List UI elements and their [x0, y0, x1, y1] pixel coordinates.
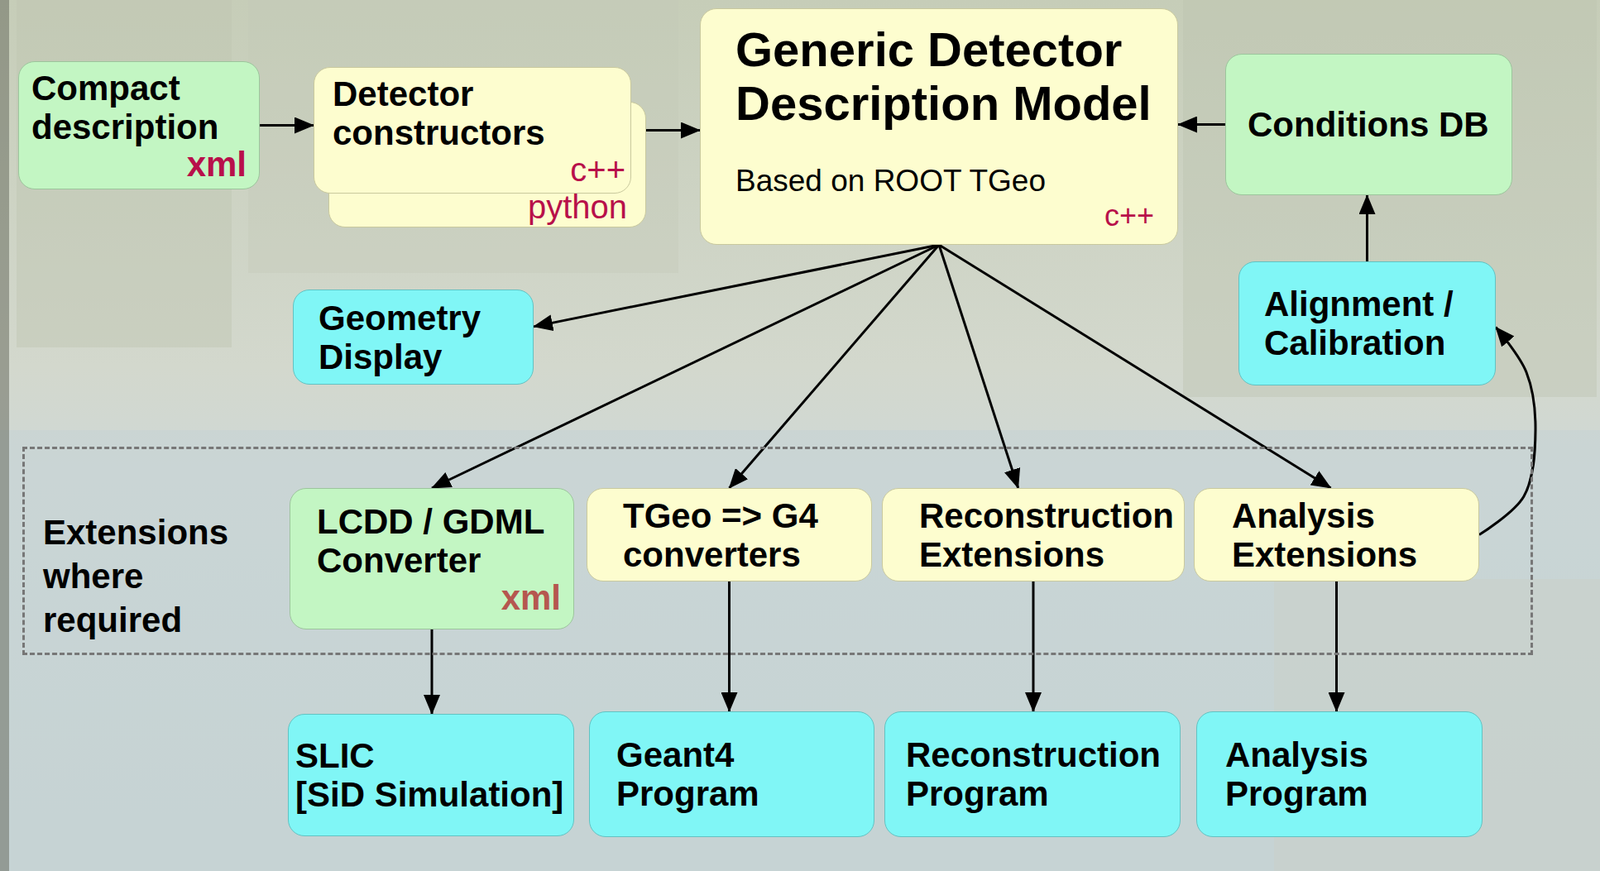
label-line: Display: [318, 337, 481, 377]
label-line: LCDD / GDML: [316, 502, 545, 542]
data-box: Compact descriptionxml: [18, 61, 260, 190]
box-label: Analysis Program: [1225, 735, 1369, 814]
label-line: Analysis: [1225, 735, 1369, 775]
label-line: Based on ROOT TGeo: [735, 162, 1046, 200]
program-box: Geometry Display: [292, 289, 534, 385]
box-label: Compact description: [31, 68, 219, 147]
edge-strip: [0, 0, 10, 871]
code-box: TGeo => G4 converters: [586, 488, 872, 582]
label-line: xml: [501, 579, 561, 617]
label-line: Extensions: [43, 510, 229, 555]
code-box: Generic Detector Description ModelBased …: [699, 8, 1179, 245]
label-line: c++: [570, 152, 626, 187]
language-tag: c++: [570, 152, 626, 187]
arrow-connector: [259, 124, 314, 127]
label-line: Reconstruction: [905, 735, 1161, 775]
box-label: Extensions where required: [43, 510, 229, 642]
label-line: Description Model: [735, 76, 1152, 130]
box-label: Alignment / Calibration: [1264, 284, 1454, 363]
program-box: Analysis Program: [1196, 711, 1483, 838]
label-line: Program: [1225, 774, 1369, 814]
box-label: Geant4 Program: [616, 735, 760, 814]
box-label: Geometry Display: [318, 298, 481, 377]
box-label: TGeo => G4 converters: [622, 496, 819, 575]
label-line: SLIC: [295, 736, 564, 776]
label-line: Conditions DB: [1247, 105, 1490, 144]
code-box: Detector constructors c++: [313, 67, 632, 194]
label-line: Compact: [31, 68, 219, 108]
box-label: SLIC [SiD Simulation]: [295, 736, 564, 815]
program-box: Alignment / Calibration: [1238, 261, 1496, 386]
box-label: LCDD / GDML Converter: [316, 502, 545, 580]
program-box: Reconstruction Program: [884, 711, 1181, 838]
box-label: Detector constructors: [332, 74, 546, 153]
label-line: Calibration: [1264, 323, 1454, 363]
label-line: c++: [1104, 199, 1155, 233]
label-line: Geant4: [616, 735, 760, 775]
tree-shade: [1183, 0, 1597, 398]
label-line: TGeo => G4: [622, 496, 819, 536]
arrow-connector: [1178, 123, 1226, 126]
label-line: converters: [622, 535, 819, 575]
label-line: description: [31, 107, 219, 147]
box-label: Reconstruction Program: [905, 735, 1161, 814]
language-tag: c++: [1104, 199, 1155, 233]
program-box: Geant4 Program: [589, 711, 875, 838]
label-line: constructors: [332, 113, 546, 153]
box-label: Based on ROOT TGeo: [735, 162, 1046, 200]
data-box: Conditions DB: [1225, 53, 1513, 196]
label-line: Analysis: [1231, 496, 1418, 536]
box-label: Generic Detector Description Model: [735, 22, 1152, 130]
label-line: Converter: [316, 541, 545, 580]
arrow-connector: [729, 244, 940, 489]
canal-water: [0, 430, 1600, 871]
arrow-connector: [938, 244, 1019, 489]
program-box: SLIC [SiD Simulation]: [287, 713, 575, 837]
extension-region: Extensions where required LCDD / GDML Con…: [22, 446, 1533, 656]
code-box: Reconstruction Extensions: [881, 488, 1185, 582]
label-line: Geometry: [318, 298, 481, 338]
arrow-connector: [728, 581, 731, 712]
language-tag: xml: [501, 579, 561, 617]
box-label: Reconstruction Extensions: [919, 496, 1174, 575]
box-label: Analysis Extensions: [1231, 496, 1418, 575]
language-tag: xml: [186, 146, 247, 183]
arrow-connector: [1032, 581, 1035, 712]
code-box: Analysis Extensions: [1193, 488, 1480, 582]
label-line: where: [43, 554, 229, 599]
arrow-connector: [1335, 581, 1338, 712]
label-line: Program: [616, 774, 760, 814]
label-line: Alignment /: [1264, 284, 1454, 324]
building-shade: [248, 0, 679, 274]
label-line: Extensions: [1231, 535, 1418, 575]
box-label: Conditions DB: [1247, 105, 1490, 144]
label-line: Generic Detector: [735, 22, 1152, 77]
label-line: Detector: [332, 74, 546, 114]
data-box: LCDD / GDML Converterxml: [289, 488, 575, 630]
arrow-connector: [1365, 195, 1369, 262]
label-line: [SiD Simulation]: [295, 775, 564, 815]
label-line: Program: [905, 774, 1161, 814]
label-line: xml: [186, 146, 247, 183]
arrow-connector: [431, 629, 434, 714]
language-tag: python: [527, 190, 628, 224]
label-line: required: [43, 598, 229, 642]
label-line: Extensions: [919, 535, 1174, 575]
label-line: Reconstruction: [919, 496, 1174, 536]
label-line: python: [527, 190, 628, 224]
